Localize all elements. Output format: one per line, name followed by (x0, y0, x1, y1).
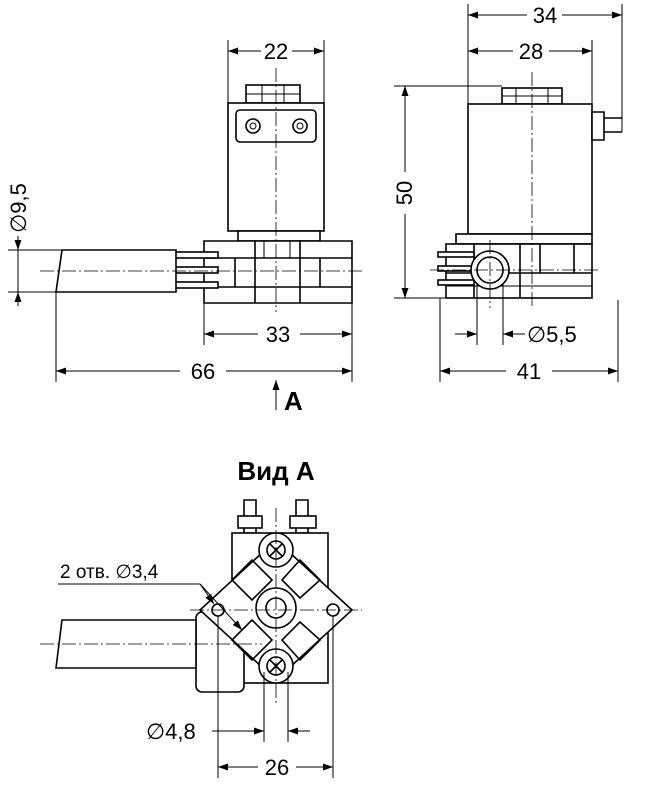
dim-50-label: 50 (392, 181, 417, 205)
dim-28-label: 28 (519, 39, 543, 64)
front-spade-2 (171, 266, 219, 274)
view-a-dim-26-label: 26 (265, 755, 289, 780)
side-spade-1 (437, 251, 475, 258)
front-valve-base (203, 240, 353, 304)
side-cable-gland (591, 111, 605, 141)
view-a-dia-4-8-label: ∅4,8 (146, 719, 196, 744)
dim-33-label: 33 (266, 322, 290, 347)
front-spade-3 (171, 281, 219, 289)
side-view: 34 28 50 ∅5,5 41 (392, 3, 623, 384)
front-terminal-right-icon (292, 118, 308, 134)
front-terminal-left-icon (245, 118, 261, 134)
side-coil-body (467, 103, 593, 235)
front-collar (237, 230, 321, 242)
view-a-title: Вид А (237, 456, 314, 486)
dim-dia-9-5-label: ∅9,5 (6, 183, 31, 233)
view-a-tab-right-clip (289, 515, 317, 529)
dim-41-label: 41 (517, 359, 541, 384)
view-a-holes-label: 2 отв. ∅3,4 (60, 562, 159, 583)
dim-34-label: 34 (533, 3, 557, 28)
dim-66-label: 66 (191, 359, 215, 384)
side-collar (455, 233, 593, 245)
side-spade-3 (437, 279, 475, 286)
dim-22-label: 22 (264, 39, 288, 64)
dim-dia-5-5-label: ∅5,5 (527, 322, 577, 347)
view-a: Вид А (40, 456, 362, 780)
view-a-tab-left-clip (237, 515, 263, 529)
view-a-inlet-tube (55, 619, 197, 669)
view-a-arrow-label: A (284, 386, 303, 416)
front-spade-1 (171, 251, 219, 259)
front-view: 22 33 66 ∅9,5 A (6, 39, 362, 416)
